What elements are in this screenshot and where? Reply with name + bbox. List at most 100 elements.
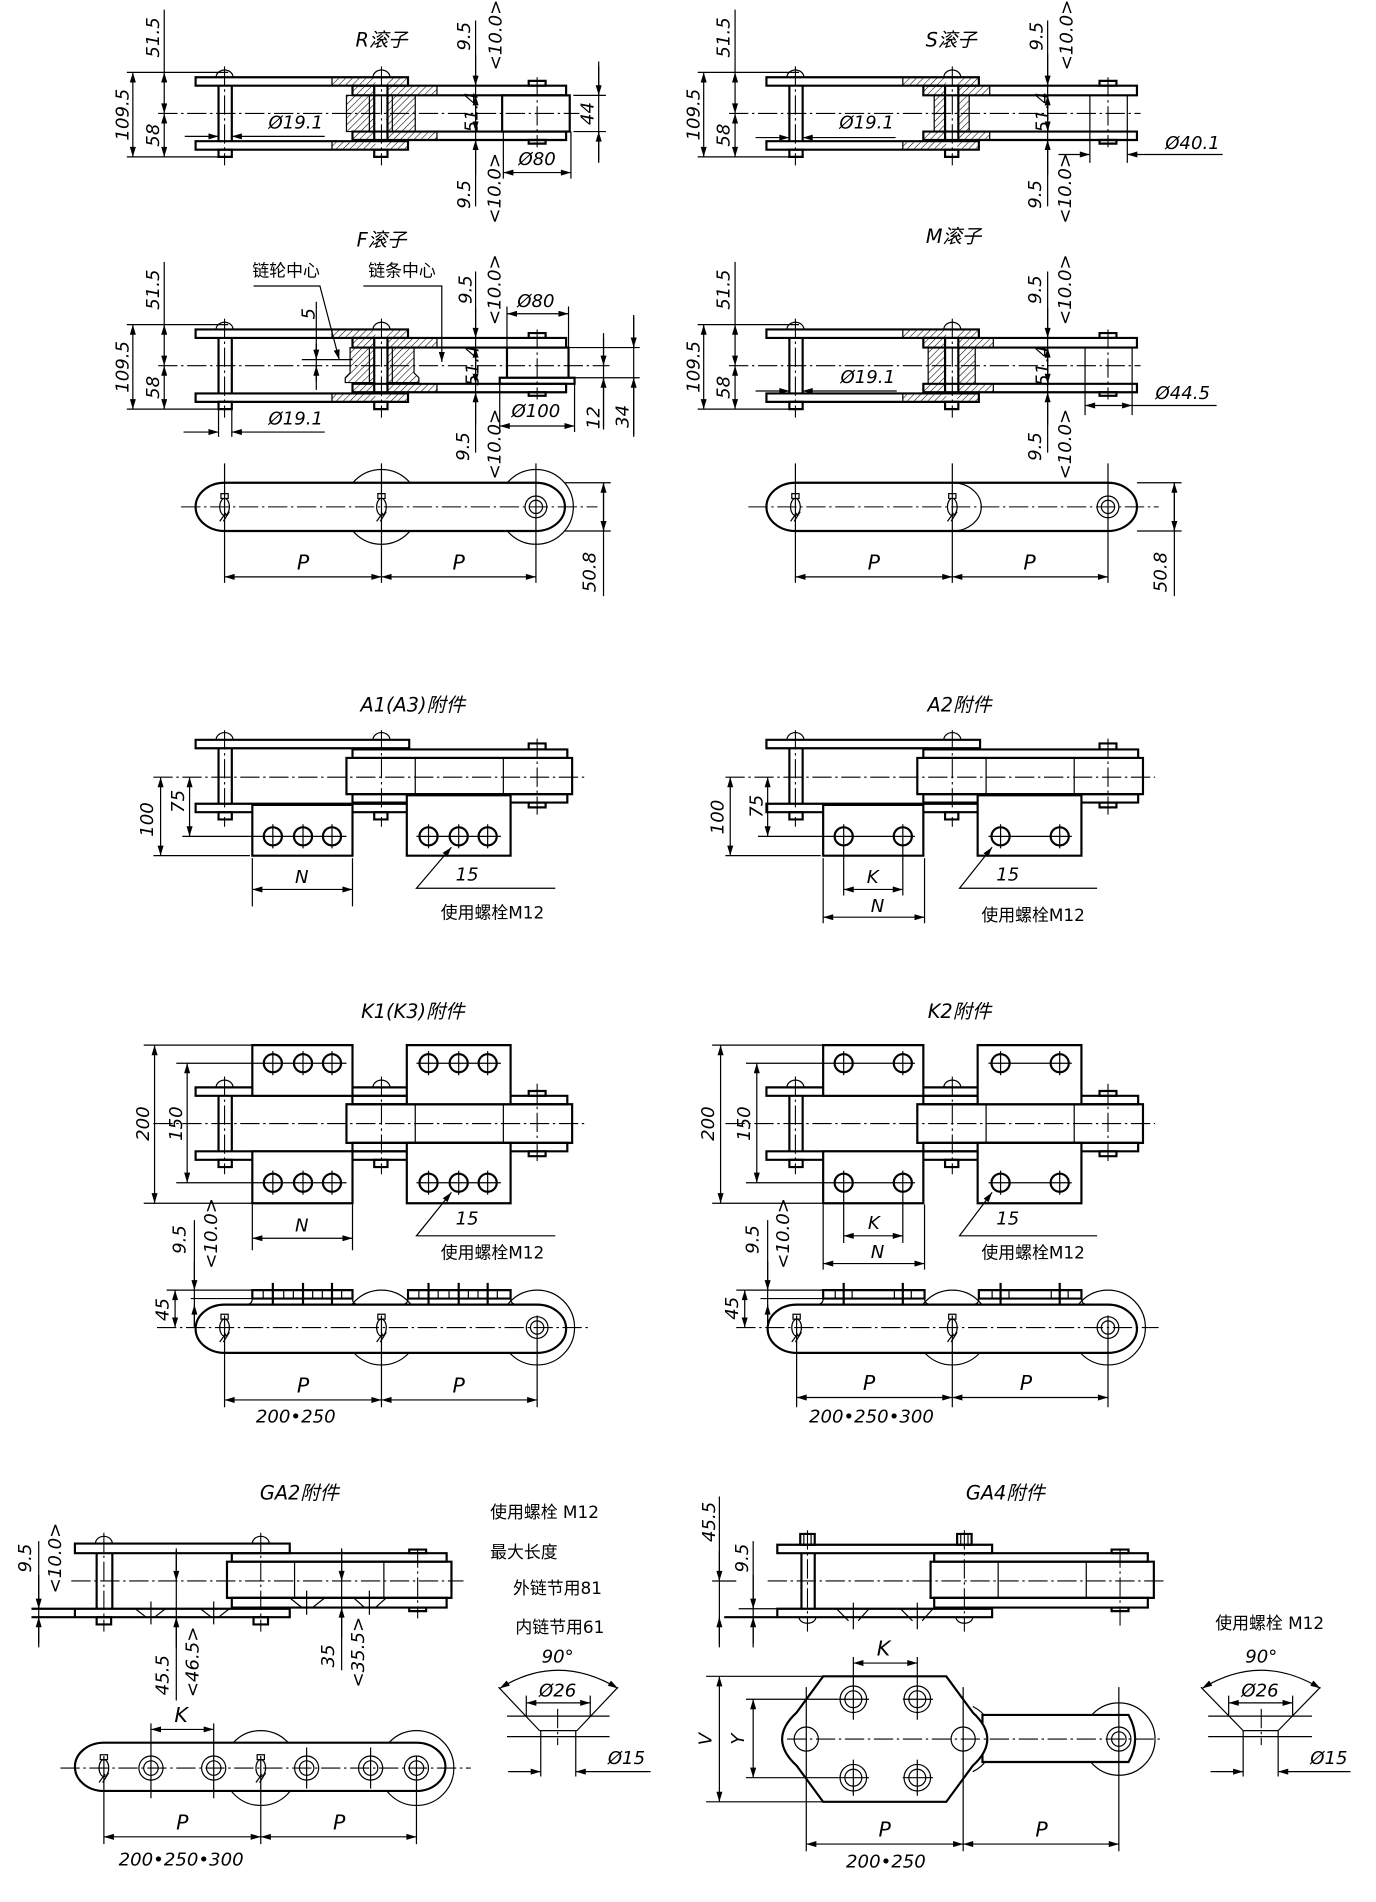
bolt-holes [745, 1051, 1072, 1244]
pitch-options: 200•250•300 [809, 1406, 934, 1427]
angle-label: 90° [1245, 1647, 1277, 1668]
hole-crosshairs [745, 1051, 1072, 1244]
pitch-label: P [868, 550, 881, 574]
attachment-fillets [760, 1297, 1089, 1306]
attachment-brackets [251, 1044, 512, 1205]
bolt-hole-edges [834, 1290, 1069, 1299]
block-divisions [293, 1561, 385, 1598]
end-pin-caps [1098, 742, 1118, 809]
pin-nuts [788, 1158, 960, 1169]
pin-section [946, 330, 958, 401]
countersink-detail: 90° Ø26 Ø15 [498, 1647, 651, 1777]
countersink-sections [134, 1590, 387, 1625]
hole-dia-label: 15 [456, 1208, 479, 1229]
plate-label: 9.5 [743, 1225, 764, 1254]
bolt-hole-marks [842, 1282, 1061, 1305]
section-m-roller: M滚子 51.5 109.5 58 Ø19.1 9.5 <10.0> 51.4 … [684, 225, 1217, 479]
inner-width-label: 51.4 [463, 346, 484, 386]
span-k-label: K [174, 1703, 189, 1727]
top-view-dimensions: 45.5 9.5 [699, 1496, 778, 1648]
section-a2-attachment: A2附件 100 75 K N 15 使用螺栓M12 [708, 693, 1156, 925]
extension-lines [143, 1044, 354, 1251]
plate-top-label: 9.5 [455, 275, 476, 304]
chain-with-brackets [725, 1044, 1156, 1205]
hole-dia-label: 15 [996, 864, 1019, 885]
dim-label-58: 58 [143, 376, 164, 399]
section-f-roller: F滚子 链轮中心 链条中心 5 51.5 109.5 58 Ø19.1 [113, 229, 640, 479]
pitch-options: 200•250 [846, 1852, 926, 1873]
pin-bodies [788, 748, 804, 804]
dim-label-51-5: 51.5 [714, 17, 735, 57]
bolt-note: 使用螺栓M12 [441, 902, 545, 922]
bushing-lines [368, 347, 393, 383]
countersink-dia-label: Ø26 [538, 1680, 576, 1701]
chain-with-brackets [194, 732, 574, 857]
angle-arc [499, 1669, 619, 1689]
hole-dia-label: 15 [456, 864, 479, 885]
plate-height-label: 50.8 [580, 552, 601, 592]
extension-lines [223, 463, 611, 597]
flange-offset-label: 12 [583, 406, 604, 429]
plate-max-label: <10.0> [201, 1198, 222, 1269]
block-divisions [997, 1561, 1087, 1598]
pin-dia-label: Ø19.1 [268, 113, 324, 134]
height-100-label: 100 [708, 800, 729, 835]
bolt-hole-edges [262, 1290, 498, 1299]
height-35-5-max-label: <35.5> [348, 1617, 369, 1688]
dim-label-51-5: 51.5 [714, 269, 735, 309]
dim-label-109-5: 109.5 [113, 89, 134, 141]
bolt-holes [176, 1051, 501, 1195]
max-length-note: 最大长度 [490, 1542, 558, 1562]
angle-label: 90° [542, 1647, 574, 1668]
inner-width-label: 51.4 [461, 92, 482, 132]
pin-nuts [788, 811, 960, 821]
center-lines [725, 1076, 1156, 1175]
pitch-label: P [863, 1371, 876, 1395]
pitch-label: P [453, 550, 466, 574]
chain-top-view [158, 66, 580, 166]
pin-nuts [788, 148, 960, 158]
hole-leader [958, 1192, 1098, 1237]
hole-crosshairs [176, 1051, 501, 1195]
height-45-label: 45 [153, 1298, 174, 1321]
section-ga2-attachment: GA2附件 使用螺栓 M12 最大长度 外链节用81 内链节用61 9.5 <1… [15, 1481, 651, 1870]
bolt-note: 使用螺栓M12 [441, 1243, 545, 1263]
roller-dia-label: Ø40.1 [1164, 133, 1220, 154]
center-lines [153, 730, 588, 827]
plate-top-max-label: <10.0> [484, 254, 505, 325]
pin-nuts [788, 400, 960, 411]
inner-link-note: 内链节用61 [515, 1617, 604, 1637]
chain-bottom-view: V Y K P P 200•250 [696, 1637, 1162, 1873]
left-dimensions: 51.5 109.5 58 Ø19.1 [684, 261, 897, 410]
right-dimensions: 9.5 <10.0> 51.4 9.5 <10.0> Ø80 Ø100 12 3… [453, 254, 640, 479]
dim-label-51-5: 51.5 [143, 269, 164, 309]
span-n-label: N [871, 1242, 885, 1263]
side-view-r-chain: P P 50.8 [181, 463, 611, 597]
dim-label-51-5: 51.5 [143, 17, 164, 57]
chain-top-view [31, 1532, 464, 1632]
span-k-label: K [868, 1213, 882, 1234]
end-pin-caps [527, 332, 547, 397]
plate-top-label: 9.5 [1026, 22, 1047, 51]
k1-side-view: 9.5 <10.0> 45 P P 200•250 [153, 1198, 592, 1427]
chain-center-leader [363, 285, 445, 363]
plate-bottom-label: 9.5 [454, 180, 475, 209]
pin-dia-label: Ø19.1 [838, 113, 894, 134]
pin-section [375, 78, 387, 149]
height-46-5-max-label: <46.5> [183, 1627, 204, 1698]
chain-bottom-view: K P P 200•250•300 [60, 1703, 471, 1870]
pitch-label: P [176, 1810, 189, 1834]
end-pin-caps [1098, 332, 1118, 397]
dimensions: 200 150 K N 15 使用螺栓M12 [698, 1044, 1098, 1270]
pitch-options: 200•250 [256, 1406, 336, 1427]
roller-dia-label: Ø80 [518, 149, 556, 170]
plate-bottom-label: 9.5 [1025, 180, 1046, 209]
countersink-sections [836, 1602, 934, 1630]
plate-bottom-label: 9.5 [453, 432, 474, 461]
pitch-label: P [297, 550, 310, 574]
extension-lines [712, 1044, 926, 1270]
section-title: GA2附件 [260, 1481, 341, 1504]
plate-top-max-label: <10.0> [1056, 0, 1077, 70]
